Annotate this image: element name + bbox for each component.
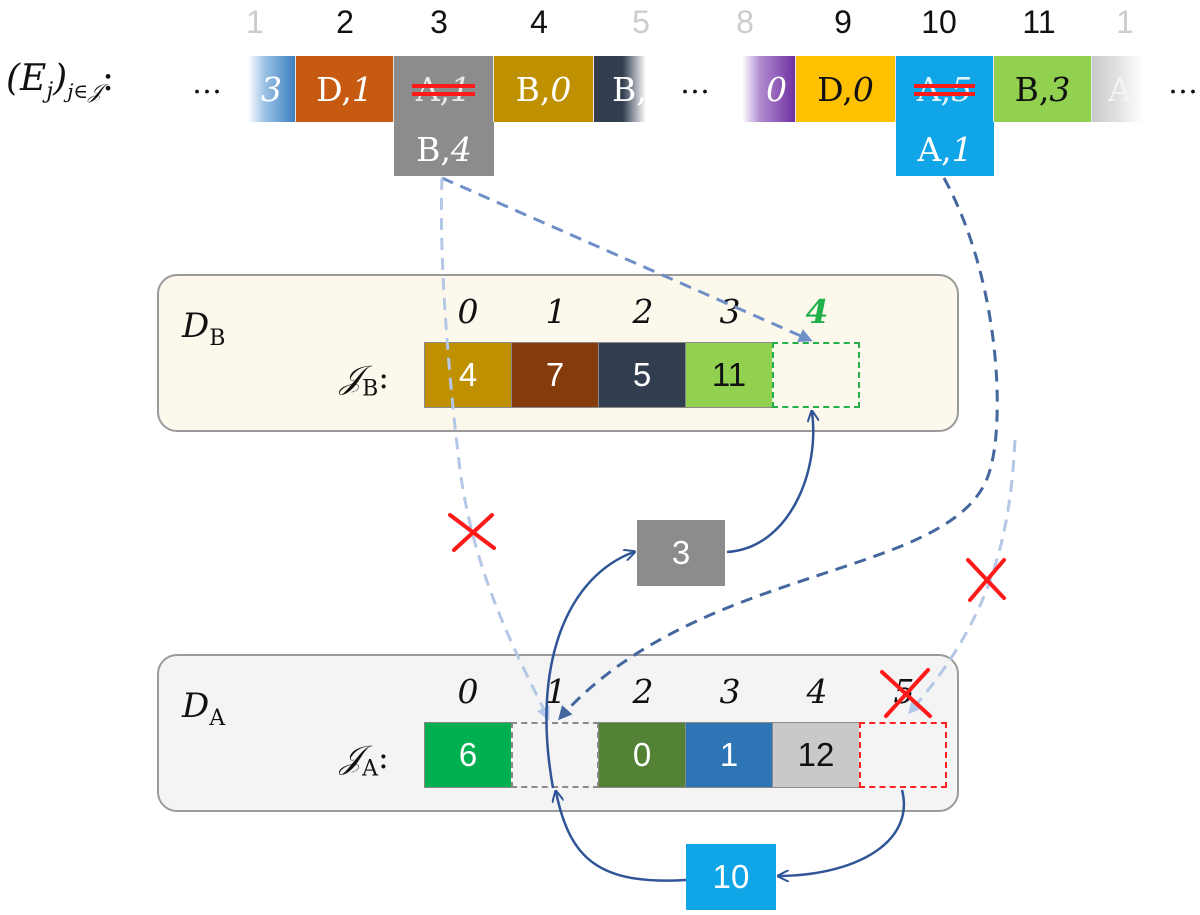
seq-cell-1: 3 (248, 56, 296, 122)
arrow-dashed-light-right (908, 439, 1017, 715)
db-slot: 11 (685, 342, 773, 408)
replacement-cell-3: B,4 (394, 122, 494, 176)
db-slot-index-new: 4 (805, 292, 829, 331)
seq-cell-12: A (1092, 56, 1142, 122)
da-list-label: 𝒥A: (340, 738, 389, 782)
seq-index: 3 (430, 4, 448, 40)
cross-icon (966, 558, 1006, 602)
da-slot: 1 (685, 722, 773, 788)
seq-cell-8: 0 (742, 56, 796, 122)
seq-index: 9 (834, 4, 852, 40)
arrow-solid-slot1-to-3 (545, 552, 634, 789)
seq-index: 8 (736, 4, 754, 40)
db-title: DB (182, 306, 226, 351)
sequence-label-sub: j (46, 79, 54, 105)
da-title: DA (182, 686, 226, 731)
arrow-dashed-dark (558, 177, 999, 721)
moved-item-3: 3 (637, 520, 725, 586)
seq-index: 4 (530, 4, 548, 40)
strike-lines (914, 92, 975, 96)
seq-cell-10: A,5 (896, 56, 994, 122)
db-slot-index: 1 (545, 292, 567, 331)
db-slot: 7 (511, 342, 599, 408)
da-slot-index: 0 (457, 672, 479, 711)
db-slot-empty (772, 342, 860, 408)
da-slot-index: 3 (719, 672, 741, 711)
seq-index: 1 (1116, 4, 1134, 40)
ellipsis-right: … (1168, 66, 1200, 101)
db-slot-index: 0 (457, 292, 479, 331)
seq-cell-5: B, (594, 56, 647, 122)
seq-index: 2 (336, 4, 354, 40)
arrow-solid-slot5-to-10 (779, 789, 905, 876)
arrow-solid-3-to-db (726, 412, 813, 554)
da-slot: 12 (772, 722, 860, 788)
sequence-label: (Ej)j∈𝒥: (6, 58, 114, 104)
strike-lines (412, 92, 475, 96)
cross-icon (448, 513, 496, 552)
seq-index: 11 (1022, 4, 1056, 40)
da-slot-index: 2 (632, 672, 654, 711)
strike-lines (914, 84, 975, 88)
sequence-label-index: j∈𝒥 (67, 79, 103, 104)
db-list-label: 𝒥B: (340, 358, 390, 402)
cross-icon (880, 668, 932, 718)
db-slot: 5 (598, 342, 686, 408)
da-slot-index: 1 (545, 672, 567, 711)
seq-cell-9: D,0 (796, 56, 896, 122)
arrow-solid-10-to-slot1 (556, 792, 687, 882)
sequence-label-close: ) (53, 58, 68, 99)
seq-index: 10 (921, 4, 957, 40)
seq-cell-3: A,1 (394, 56, 494, 122)
seq-cell-2: D,1 (296, 56, 394, 122)
sequence-label-colon: : (102, 58, 115, 99)
seq-cell-4: B,0 (494, 56, 594, 122)
da-slot: 0 (598, 722, 686, 788)
da-slot-removed (859, 722, 947, 788)
strike-lines (412, 84, 475, 88)
seq-index: 5 (632, 4, 650, 40)
da-slot: 6 (424, 722, 512, 788)
replacement-cell-10: A,1 (896, 122, 994, 176)
arrow-dashed-light-left (439, 177, 550, 721)
arrow-dashed-append-db (441, 176, 813, 342)
seq-cell-11: B,3 (994, 56, 1092, 122)
seq-index: 1 (246, 4, 264, 40)
ellipsis-middle: … (680, 66, 712, 101)
db-slot-index: 2 (632, 292, 654, 331)
moved-item-10: 10 (686, 844, 776, 910)
sequence-label-base: (E (6, 58, 47, 99)
da-slot-index: 4 (806, 672, 828, 711)
ellipsis-left: … (192, 66, 224, 101)
